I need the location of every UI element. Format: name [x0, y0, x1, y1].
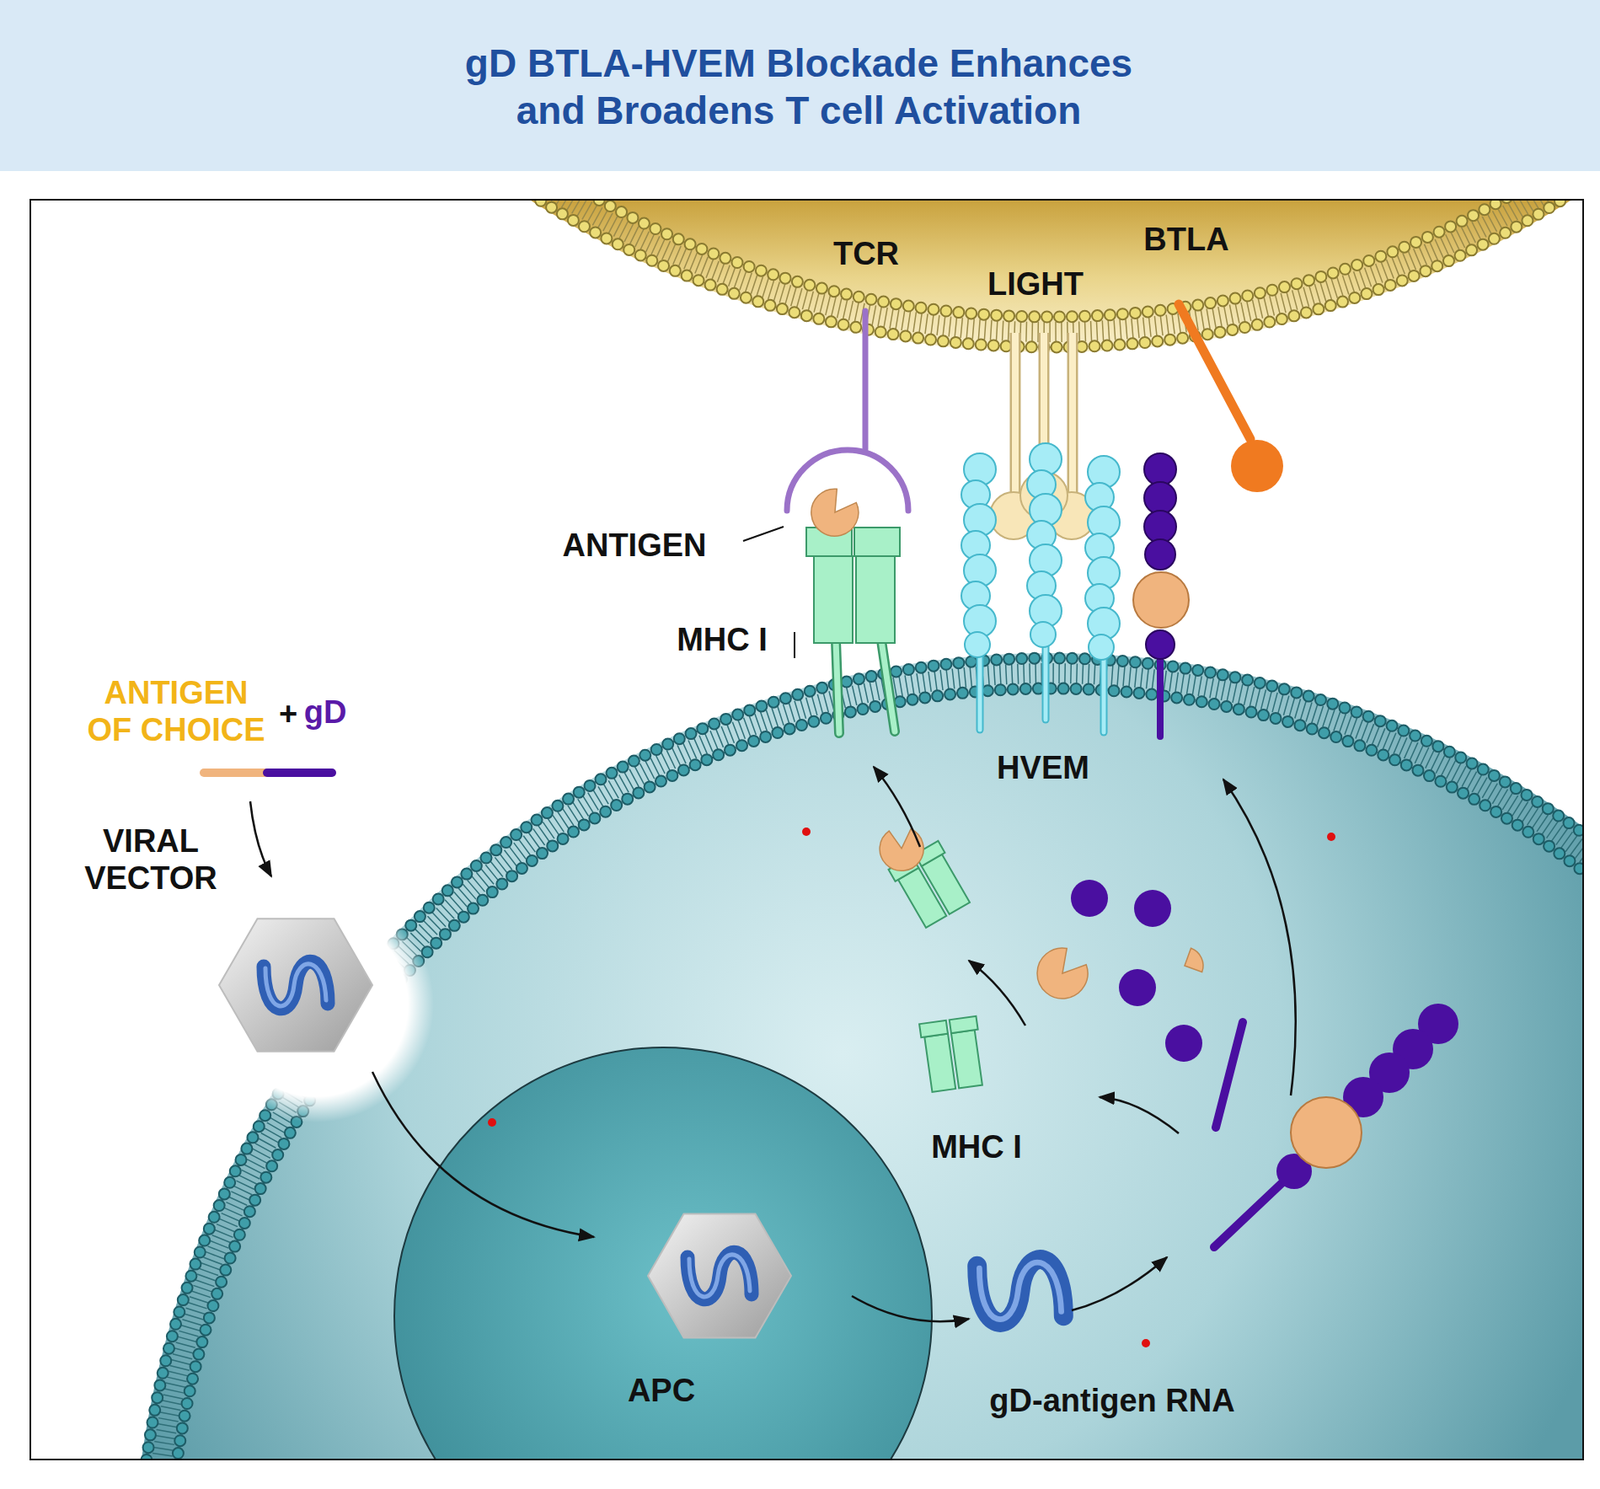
cell-label: APC: [627, 1372, 696, 1410]
construct-label: ANTIGEN OF CHOICE: [83, 674, 269, 749]
antigen-segment: [203, 768, 268, 777]
red-dots: [487, 827, 1336, 1348]
frame: [30, 199, 1584, 1460]
btla-receptor: [1178, 304, 1284, 493]
cells: [84, 199, 1584, 1460]
viral-vector: [219, 918, 373, 1052]
nucleus: [394, 1047, 932, 1460]
tcr-receptor: [786, 310, 909, 511]
vector-label: VIRAL VECTOR: [66, 823, 236, 897]
gd-fragments: [1070, 879, 1243, 1128]
leader-line: [743, 526, 784, 541]
antigen-peptide: [802, 481, 867, 546]
gd-segment: [267, 768, 332, 777]
t-cell: [84, 199, 1584, 353]
vector-halo: [197, 886, 434, 1123]
receptor-label: TCR: [833, 235, 899, 273]
gd-antigen-protein: [1214, 1003, 1459, 1247]
construct-label: gD: [304, 694, 348, 732]
leader-line: [793, 631, 796, 659]
plus-sign: +: [278, 695, 298, 734]
part-label: ANTIGEN: [562, 527, 707, 565]
gd-antigen-rna: [977, 1259, 1065, 1323]
receptor-label: HVEM: [996, 749, 1090, 787]
process-arrows: [250, 766, 1296, 1322]
antigen-fragment: [1184, 947, 1209, 972]
part-label: MHC I: [676, 621, 768, 659]
title-band: [0, 0, 1600, 172]
ligand-label: LIGHT: [987, 266, 1084, 304]
receptor-label: BTLA: [1143, 221, 1229, 259]
apc-cell: [132, 652, 1584, 1460]
mhc-i-surface: [806, 527, 900, 734]
part-label: MHC I: [931, 1129, 1023, 1167]
loaded-mhc: [862, 808, 973, 933]
viral-vector-in-nucleus: [647, 1213, 792, 1338]
diagram-title: gD BTLA-HVEM Blockade Enhances and Broad…: [436, 39, 1162, 134]
rna-label: gD-antigen RNA: [989, 1382, 1235, 1420]
antigen-fragment: [1027, 940, 1097, 1009]
gd-bound-hvem: [1133, 453, 1189, 737]
